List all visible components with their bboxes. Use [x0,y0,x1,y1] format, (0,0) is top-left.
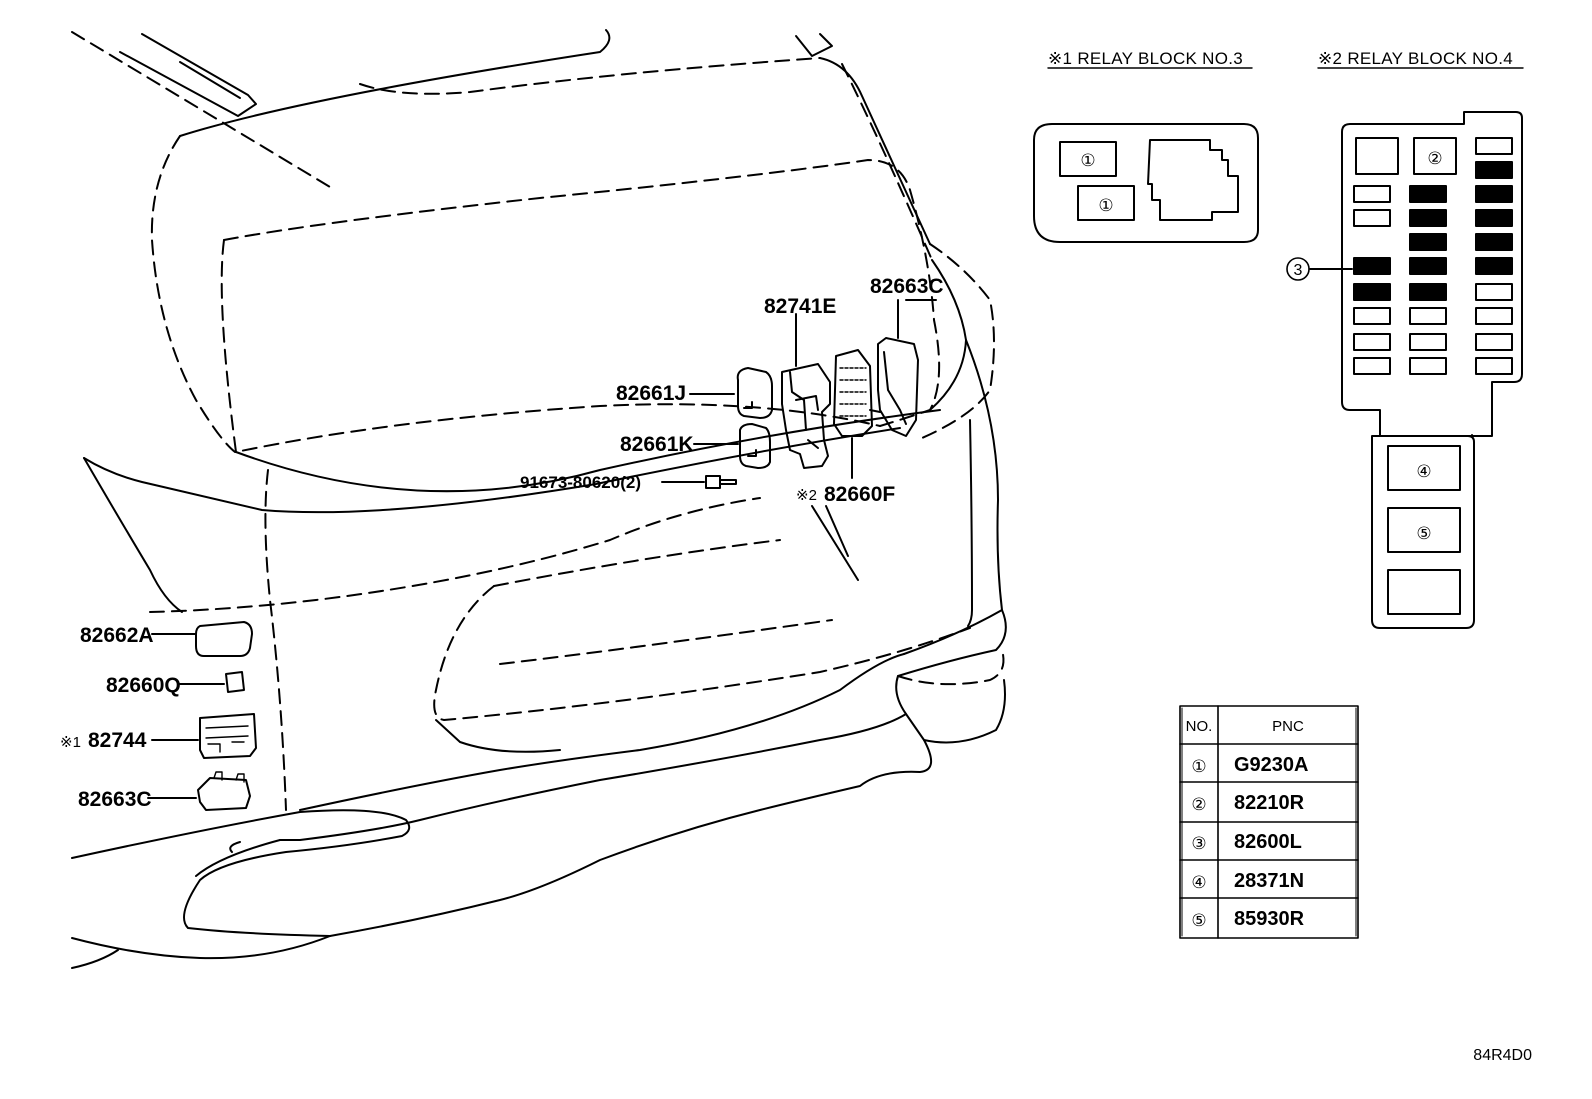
pnc-row-no: ① [1191,757,1206,776]
part-82662A-shape [151,621,253,657]
part-82660Q-shape [179,671,245,693]
rb3-item-1a: ① [1080,151,1095,170]
diagram-code: 84R4D0 [1473,1047,1532,1064]
label-82744: 82744 [88,729,147,752]
label-82663C-top: 82663C [870,275,944,298]
rb3-item-1b: ① [1098,196,1113,215]
pnc-row-pnc: G9230A [1234,754,1309,776]
label-82661K: 82661K [620,433,694,456]
label-91673: 91673-80620(2) [520,473,641,492]
relay-block-3-shape [1033,123,1259,243]
pnc-row-pnc: 85930R [1234,908,1305,930]
pnc-row-pnc: 28371N [1234,870,1304,892]
pnc-row-no: ⑤ [1191,911,1206,930]
rb4-item-2: ② [1427,149,1442,168]
label-82660Q: 82660Q [106,674,181,697]
pnc-row-pnc: 82600L [1234,831,1302,853]
pnc-table-grid [1179,705,1359,939]
rb4-item-4: ④ [1416,462,1431,481]
label-82741E: 82741E [764,295,836,318]
rb4-item-5: ⑤ [1416,524,1431,543]
relay-block-4-title: ※2 RELAY BLOCK NO.4 [1318,49,1513,68]
pnc-table-header-pnc: PNC [1272,718,1304,735]
pnc-row-no: ③ [1191,834,1206,853]
part-82663C-top-shape [869,299,937,437]
part-82741E-shape [781,313,831,469]
pnc-row-pnc: 82210R [1234,792,1305,814]
relay-block-3-title: ※1 RELAY BLOCK NO.3 [1048,49,1243,68]
vehicle-outline [71,29,1007,969]
part-82744-shape [151,713,257,759]
label-82660F: 82660F [824,483,895,506]
rb4-item-3-digit: 3 [1294,262,1303,279]
part-82663C-bottom-shape [147,771,251,811]
pnc-row-no: ④ [1191,873,1206,892]
label-82663C-bottom: 82663C [78,788,152,811]
label-82661J: 82661J [616,382,686,405]
part-82660F-shape [833,349,873,479]
pnc-table-header-no: NO. [1186,718,1213,735]
part-91673-shape [661,475,737,489]
relay-block-4-shape [1286,111,1523,629]
label-82660F-mark: ※2 [796,487,817,504]
label-82662A: 82662A [80,624,154,647]
pnc-row-no: ② [1191,795,1206,814]
label-82744-mark: ※1 [60,734,81,751]
part-82661K-shape [693,423,771,469]
part-82661J-shape [689,367,773,419]
